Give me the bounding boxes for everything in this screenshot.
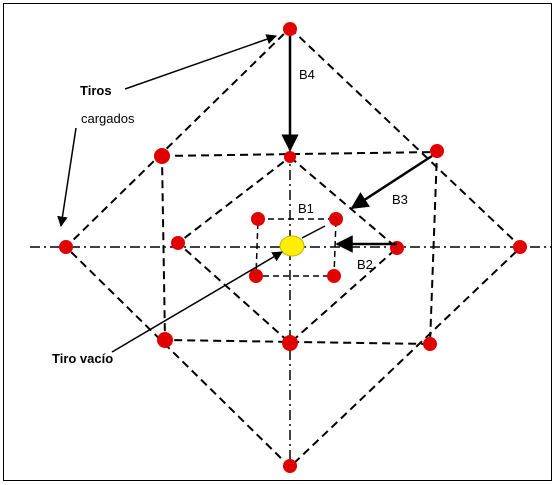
hole-b1-tl xyxy=(251,212,265,226)
b1-arrow xyxy=(301,225,326,239)
hole-diamond-bottom xyxy=(282,335,298,351)
b3-square xyxy=(160,150,439,346)
b1-label: B1 xyxy=(298,201,314,216)
hole-outer-top xyxy=(283,22,297,36)
hole-square-bl xyxy=(157,332,173,348)
tiros-cargados-label-2: cargados xyxy=(81,111,135,126)
b3-arrow xyxy=(350,154,433,210)
empty-hole xyxy=(279,235,305,257)
hole-diamond-top xyxy=(284,151,296,163)
tiros-cargados-arrow-2 xyxy=(57,127,77,228)
hole-b1-tr xyxy=(329,212,343,226)
b4-label: B4 xyxy=(299,67,315,82)
diagram-frame xyxy=(3,3,552,481)
hole-outer-bottom xyxy=(283,459,297,473)
charged-holes xyxy=(59,22,527,473)
hole-outer-right xyxy=(513,240,527,254)
b2-diamond xyxy=(176,155,399,345)
hole-square-tl xyxy=(154,148,170,164)
tiros-cargados-label-1: Tiros xyxy=(80,83,112,98)
hole-b1-bl xyxy=(249,269,263,283)
b2-label: B2 xyxy=(357,257,373,272)
hole-diamond-left xyxy=(171,236,185,250)
hole-b1-br xyxy=(327,269,341,283)
tiro-vacio-label: Tiro vacío xyxy=(52,351,114,366)
hole-outer-left xyxy=(59,240,73,254)
hole-square-br xyxy=(423,337,437,351)
hole-square-tr xyxy=(430,144,444,158)
tiros-cargados-arrow-1 xyxy=(124,34,277,90)
b3-label: B3 xyxy=(392,192,408,207)
tiro-vacio-arrow xyxy=(111,251,283,353)
